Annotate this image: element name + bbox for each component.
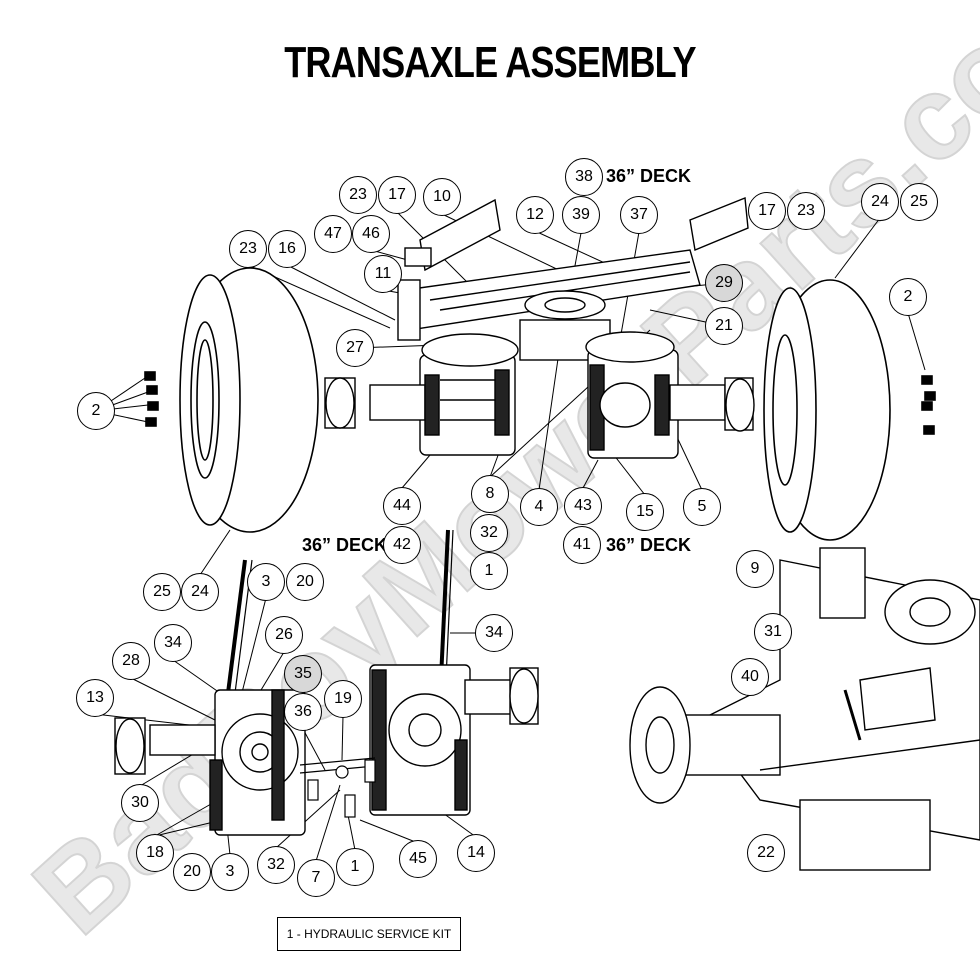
callout-part-22[interactable]: 22 (747, 834, 785, 872)
callout-part-23[interactable]: 23 (787, 192, 825, 230)
callout-part-40[interactable]: 40 (731, 658, 769, 696)
callout-part-31[interactable]: 31 (754, 613, 792, 651)
callout-part-24[interactable]: 24 (181, 573, 219, 611)
callout-part-25[interactable]: 25 (143, 573, 181, 611)
callout-part-34[interactable]: 34 (154, 624, 192, 662)
callout-part-23[interactable]: 23 (229, 230, 267, 268)
page-title: TRANSAXLE ASSEMBLY (284, 38, 696, 87)
callout-part-27[interactable]: 27 (336, 329, 374, 367)
callout-part-4[interactable]: 4 (520, 488, 558, 526)
lower-left-transaxle (114, 559, 306, 836)
callout-part-17[interactable]: 17 (378, 176, 416, 214)
detail-view (620, 545, 980, 890)
callout-part-28[interactable]: 28 (112, 642, 150, 680)
callout-part-3[interactable]: 3 (247, 563, 285, 601)
callout-part-9[interactable]: 9 (736, 550, 774, 588)
left-wheel (144, 267, 319, 533)
callout-part-37[interactable]: 37 (620, 196, 658, 234)
linkage-parts (299, 757, 376, 818)
callout-part-18[interactable]: 18 (136, 834, 174, 872)
callout-part-45[interactable]: 45 (399, 840, 437, 878)
callout-part-14[interactable]: 14 (457, 834, 495, 872)
deck-label-right: 36” DECK (606, 535, 692, 555)
callout-part-25[interactable]: 25 (900, 183, 938, 221)
callout-part-47[interactable]: 47 (314, 215, 352, 253)
callout-part-16[interactable]: 16 (268, 230, 306, 268)
callout-part-36[interactable]: 36 (284, 693, 322, 731)
callout-part-2[interactable]: 2 (889, 278, 927, 316)
callout-part-23[interactable]: 23 (339, 176, 377, 214)
callout-part-1[interactable]: 1 (336, 848, 374, 886)
callout-part-12[interactable]: 12 (516, 196, 554, 234)
callout-part-38[interactable]: 38 (565, 158, 603, 196)
callout-part-44[interactable]: 44 (383, 487, 421, 525)
callout-part-39[interactable]: 39 (562, 196, 600, 234)
callout-part-13[interactable]: 13 (76, 679, 114, 717)
callout-part-5[interactable]: 5 (683, 488, 721, 526)
callout-part-42[interactable]: 42 (383, 526, 421, 564)
callout-part-8[interactable]: 8 (471, 475, 509, 513)
callout-part-46[interactable]: 46 (352, 215, 390, 253)
callout-part-3[interactable]: 3 (211, 853, 249, 891)
callout-part-20[interactable]: 20 (286, 563, 324, 601)
deck-label-top: 36” DECK (606, 166, 692, 186)
callout-part-24[interactable]: 24 (861, 183, 899, 221)
callout-part-19[interactable]: 19 (324, 680, 362, 718)
callout-part-30[interactable]: 30 (121, 784, 159, 822)
right-wheel (763, 279, 936, 541)
frame-assembly (397, 197, 749, 361)
callout-part-32[interactable]: 32 (257, 846, 295, 884)
callout-part-1[interactable]: 1 (470, 552, 508, 590)
callout-part-32[interactable]: 32 (470, 514, 508, 552)
callout-part-34[interactable]: 34 (475, 614, 513, 652)
callout-part-21[interactable]: 21 (705, 307, 743, 345)
callout-part-35[interactable]: 35 (284, 655, 322, 693)
callout-part-26[interactable]: 26 (265, 616, 303, 654)
callout-part-10[interactable]: 10 (423, 178, 461, 216)
callout-part-15[interactable]: 15 (626, 493, 664, 531)
callout-part-17[interactable]: 17 (748, 192, 786, 230)
left-transaxle (324, 333, 519, 456)
callout-part-29[interactable]: 29 (705, 264, 743, 302)
callout-part-11[interactable]: 11 (364, 255, 402, 293)
right-transaxle (585, 331, 755, 459)
callout-part-20[interactable]: 20 (173, 853, 211, 891)
callout-part-43[interactable]: 43 (564, 487, 602, 525)
hydraulic-service-kit-note: 1 - HYDRAULIC SERVICE KIT (277, 917, 461, 951)
callout-part-2[interactable]: 2 (77, 392, 115, 430)
deck-label-left: 36” DECK (302, 535, 388, 555)
callout-part-7[interactable]: 7 (297, 859, 335, 897)
callout-part-41[interactable]: 41 (563, 526, 601, 564)
